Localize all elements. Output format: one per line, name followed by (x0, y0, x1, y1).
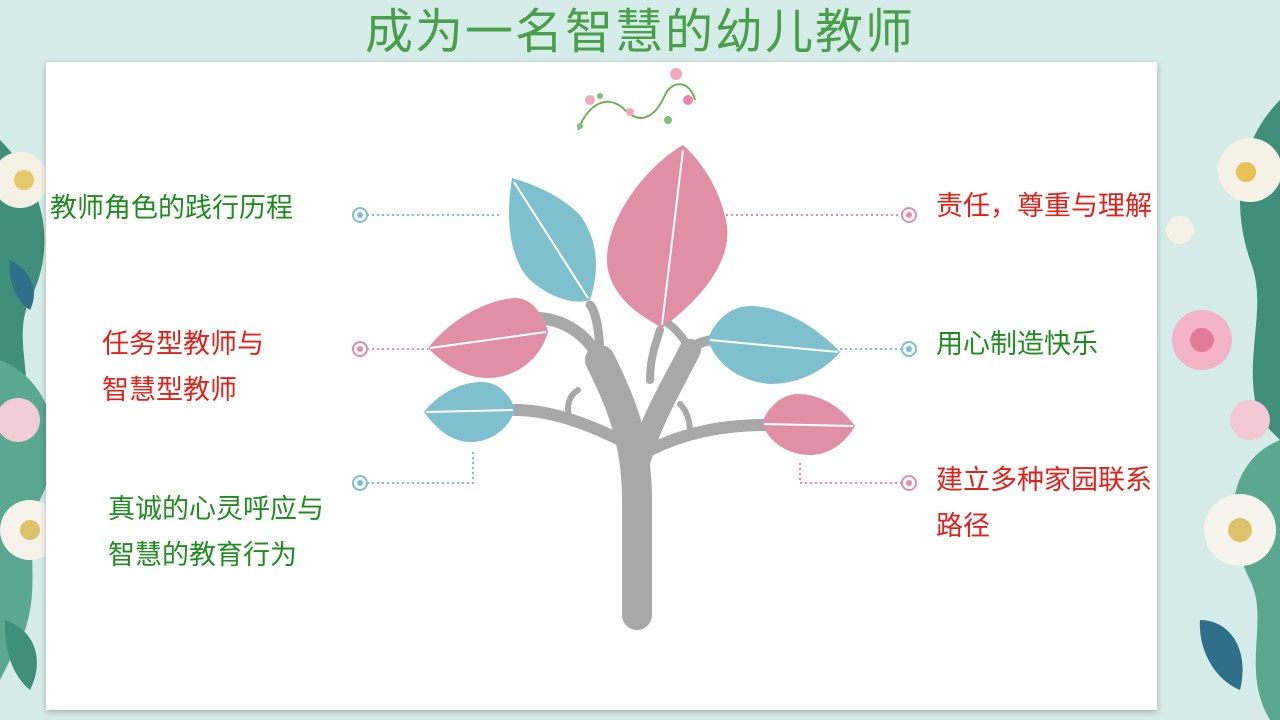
right-item-2[interactable]: 用心制造快乐 (936, 322, 1098, 368)
right-item-2-line-1: 用心制造快乐 (936, 329, 1098, 360)
left-item-1-line-1: 教师角色的践行历程 (50, 193, 293, 224)
left-item-2[interactable]: 任务型教师与 智慧型教师 (102, 322, 264, 414)
right-item-1[interactable]: 责任，尊重与理解 (936, 184, 1152, 230)
tree-trunk (509, 300, 771, 630)
connector-left-2 (352, 341, 428, 357)
left-item-3-line-1: 真诚的心灵呼应与 (108, 494, 324, 525)
leaf-blue-mid-right (708, 306, 840, 384)
connector-right-2 (835, 341, 917, 357)
right-item-3-line-1: 建立多种家园联系 (936, 465, 1152, 496)
left-item-2-line-1: 任务型教师与 (102, 329, 264, 360)
right-item-3[interactable]: 建立多种家园联系 路径 (936, 458, 1152, 550)
floral-decoration-right (1166, 100, 1280, 720)
left-item-3[interactable]: 真诚的心灵呼应与 智慧的教育行为 (108, 487, 324, 579)
left-item-2-line-2: 智慧型教师 (102, 375, 237, 406)
floral-decoration-left (0, 140, 60, 690)
connector-left-1 (352, 207, 500, 223)
flower-vine-icon (577, 68, 696, 131)
connector-left-3 (352, 450, 474, 491)
connector-right-1 (726, 207, 917, 223)
leaf-pink-low-right (762, 394, 855, 455)
leaf-pink-mid-left (428, 298, 548, 378)
left-item-1[interactable]: 教师角色的践行历程 (50, 186, 293, 232)
slide-title: 成为一名智慧的幼儿教师 (364, 4, 915, 60)
left-item-3-line-2: 智慧的教育行为 (108, 540, 297, 571)
leaf-blue-low-left (424, 382, 515, 442)
connector-right-3 (799, 463, 917, 491)
leaf-blue-top (509, 178, 596, 302)
right-item-1-line-1: 责任，尊重与理解 (936, 191, 1152, 222)
right-item-3-line-2: 路径 (936, 511, 990, 542)
leaf-pink-top (606, 145, 728, 328)
